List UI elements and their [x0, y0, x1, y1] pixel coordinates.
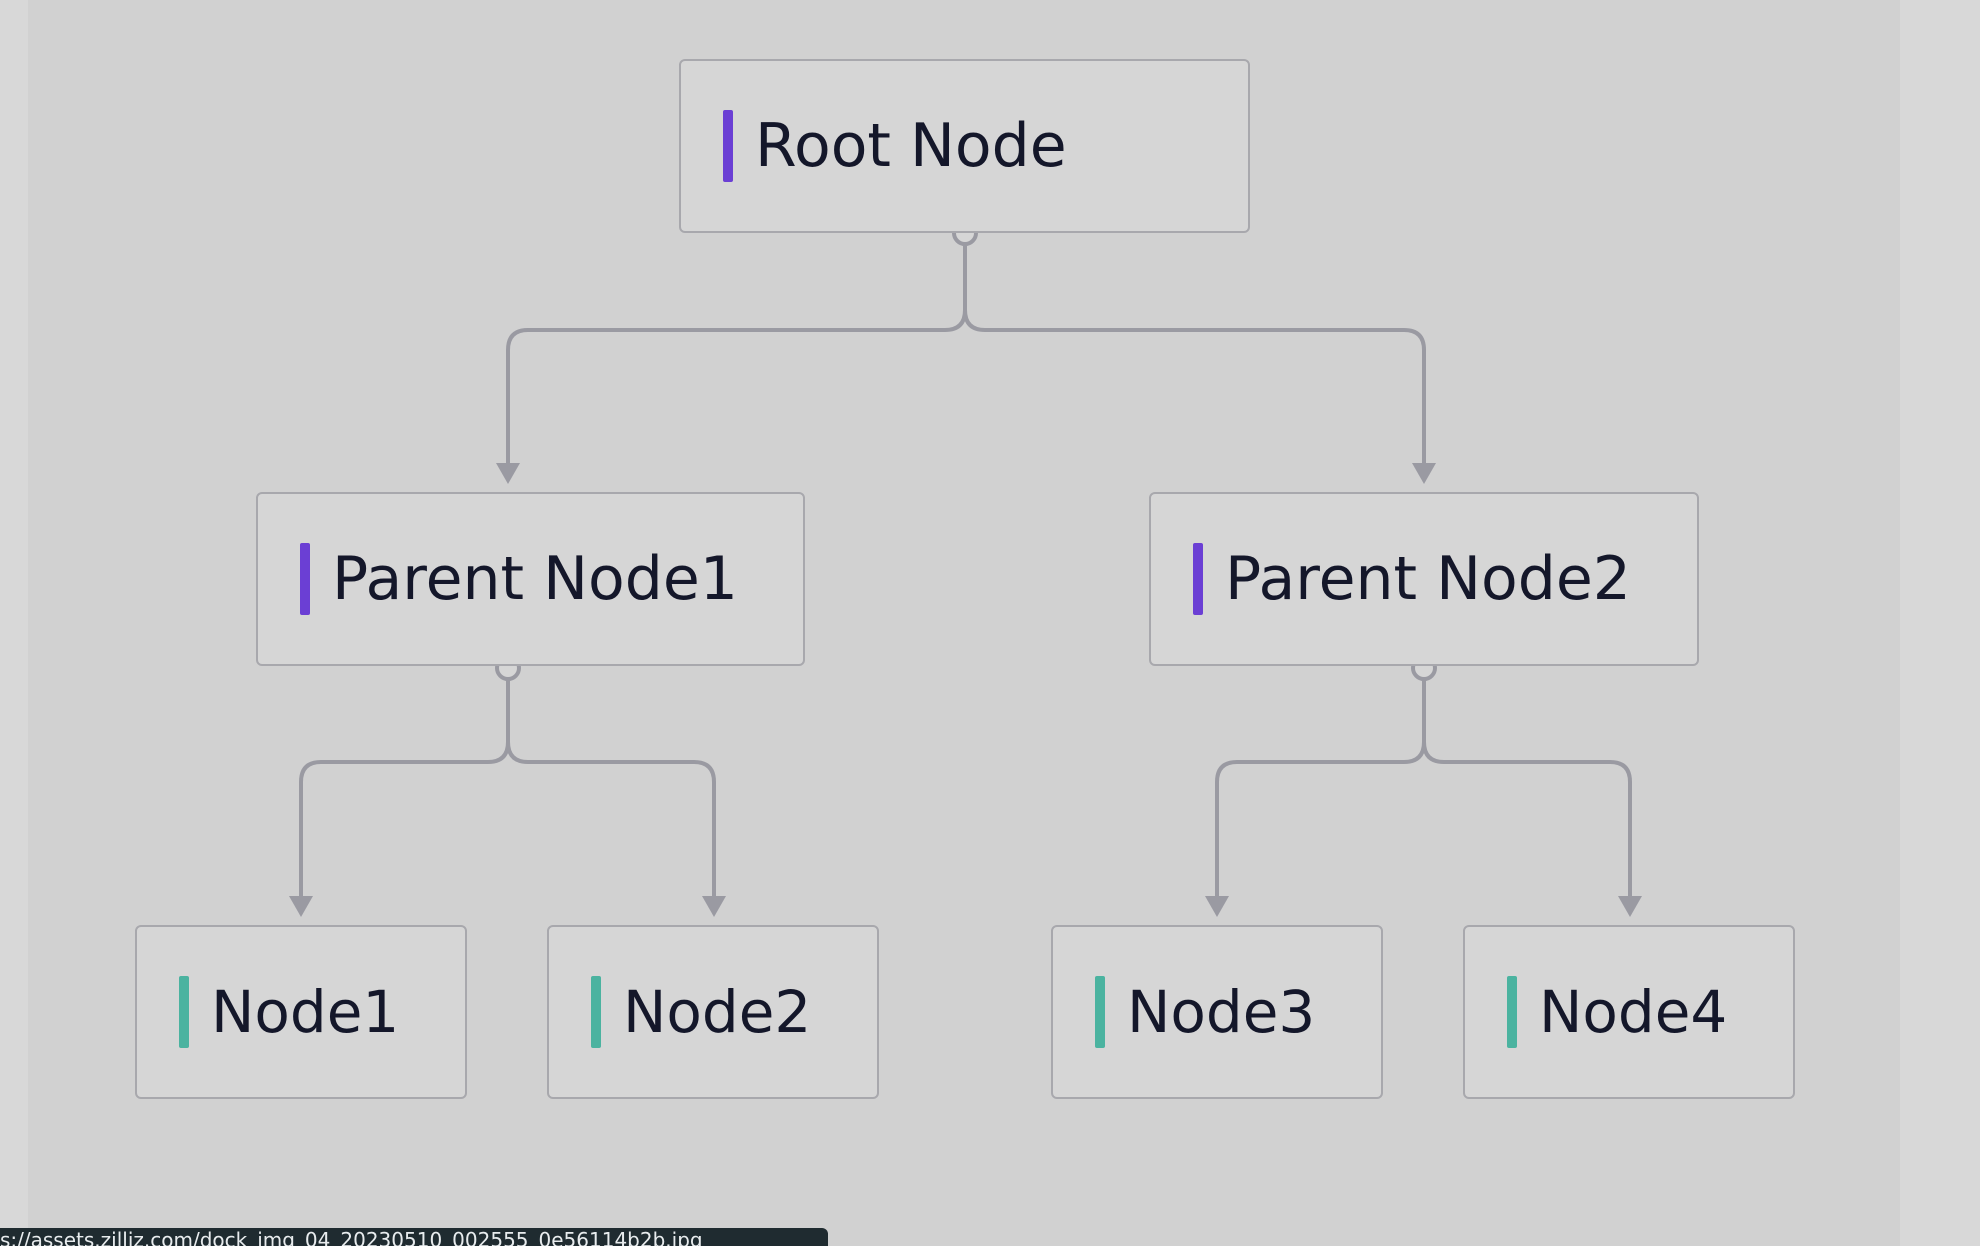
parent-node-1[interactable]: Parent Node1 [256, 492, 805, 666]
leaf-node-3-label: Node3 [1127, 978, 1316, 1046]
leaf-node-2-accent-bar [591, 976, 601, 1048]
parent-node-1-accent-bar [300, 543, 310, 615]
leaf-node-4[interactable]: Node4 [1463, 925, 1795, 1099]
parent-node-2-accent-bar [1193, 543, 1203, 615]
parent-node-1-label: Parent Node1 [332, 544, 738, 614]
status-bar-url-text: s://assets.zilliz.com/dock_img_04_202305… [0, 1228, 703, 1246]
parent-node-2-label: Parent Node2 [1225, 544, 1631, 614]
leaf-node-1-accent-bar [179, 976, 189, 1048]
leaf-node-3-accent-bar [1095, 976, 1105, 1048]
root-node-accent-bar [723, 110, 733, 182]
parent-node-2[interactable]: Parent Node2 [1149, 492, 1699, 666]
leaf-node-4-label: Node4 [1539, 978, 1728, 1046]
leaf-node-1-label: Node1 [211, 978, 400, 1046]
root-node-label: Root Node [755, 111, 1067, 181]
leaf-node-2-label: Node2 [623, 978, 812, 1046]
root-node[interactable]: Root Node [679, 59, 1250, 233]
leaf-node-2[interactable]: Node2 [547, 925, 879, 1099]
status-bar-url: s://assets.zilliz.com/dock_img_04_202305… [0, 1228, 828, 1246]
leaf-node-3[interactable]: Node3 [1051, 925, 1383, 1099]
leaf-node-1[interactable]: Node1 [135, 925, 467, 1099]
leaf-node-4-accent-bar [1507, 976, 1517, 1048]
